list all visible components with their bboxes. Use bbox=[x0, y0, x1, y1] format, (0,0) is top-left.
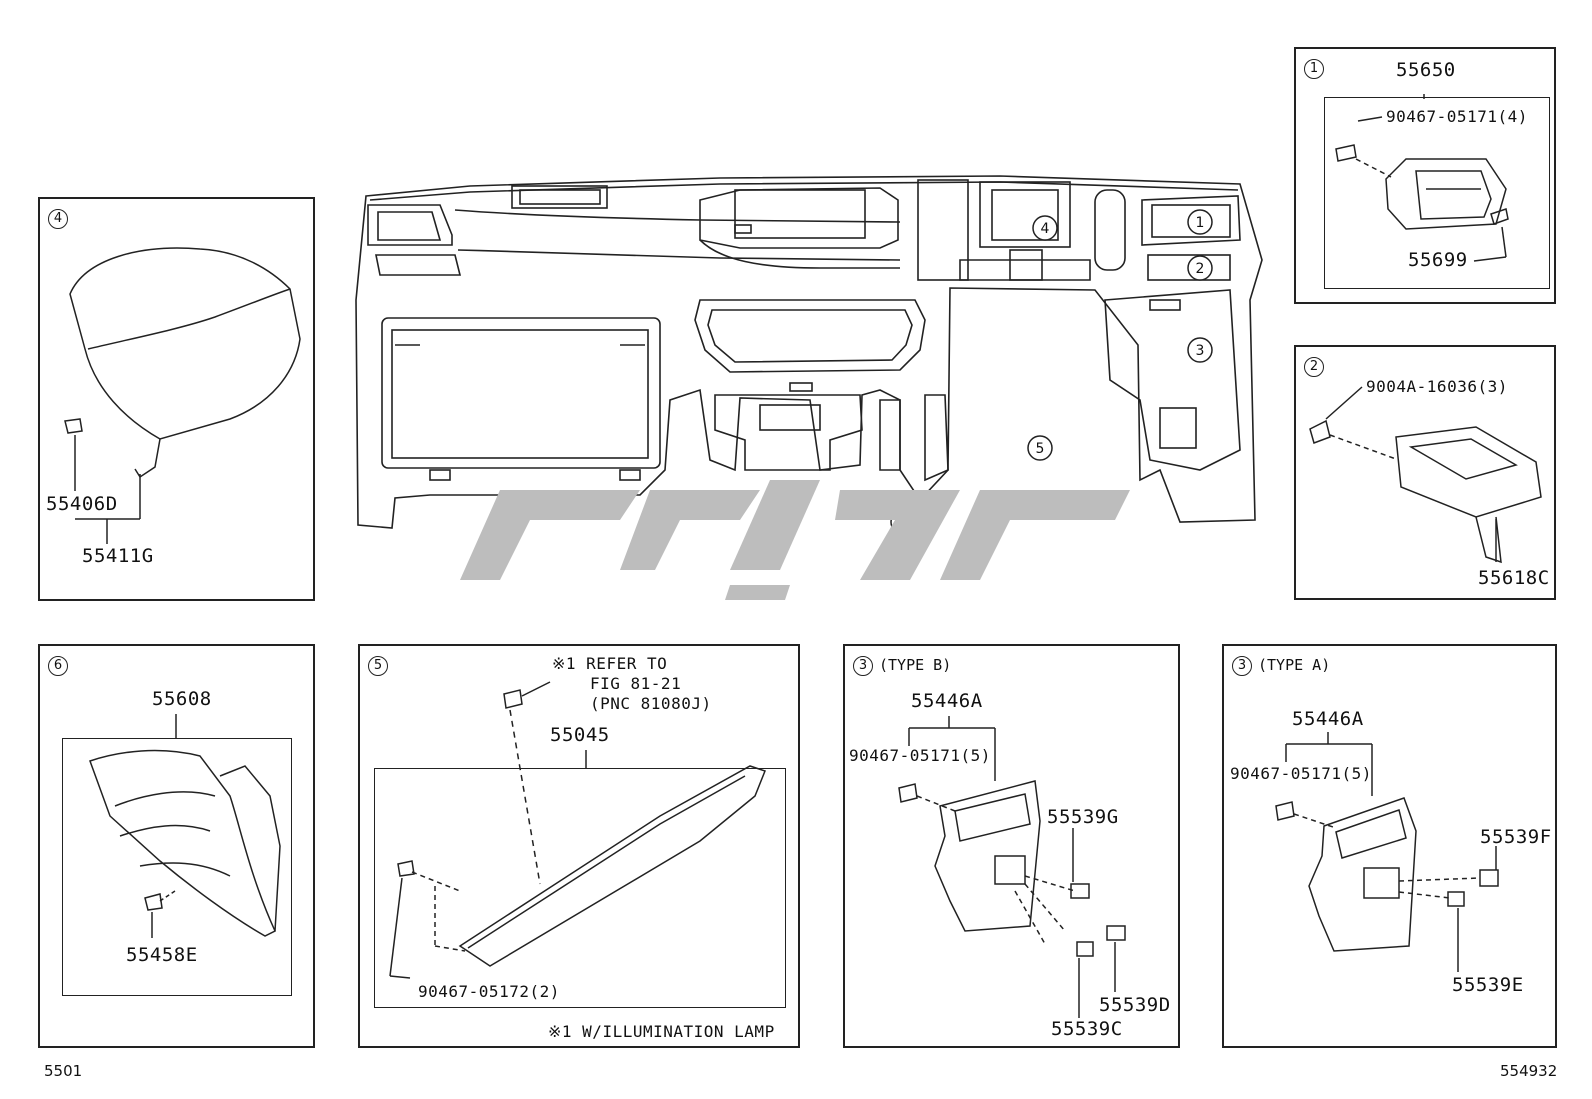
vent-drawing bbox=[1335, 94, 1509, 262]
part-number-55539F: 55539F bbox=[1480, 826, 1552, 848]
garnish-drawing bbox=[389, 681, 766, 979]
knee-panel-a-drawing bbox=[1275, 732, 1499, 972]
clip-part-number: 90467-05171(4) bbox=[1386, 107, 1528, 126]
panel-ref-circle: 2 bbox=[1304, 357, 1324, 377]
part-number-55458E: 55458E bbox=[126, 944, 198, 966]
part-number-55446A: 55446A bbox=[1292, 708, 1364, 730]
part-number-55650: 55650 bbox=[1396, 59, 1456, 81]
clip-part-number: 9004A-16036(3) bbox=[1366, 377, 1508, 396]
clip-part-number: 90467-05171(5) bbox=[849, 746, 991, 765]
part-number-55699: 55699 bbox=[1408, 249, 1468, 271]
type-label: (TYPE B) bbox=[879, 656, 952, 674]
type-label: (TYPE A) bbox=[1258, 656, 1331, 674]
panel-1-inner-box bbox=[1324, 97, 1550, 289]
knee-panel-b-drawing bbox=[898, 716, 1126, 1018]
note-pnc: (PNC 81080J) bbox=[590, 694, 712, 713]
part-number-55539D: 55539D bbox=[1099, 994, 1171, 1016]
callout-5: 5 bbox=[1036, 441, 1045, 457]
part-number-55539G: 55539G bbox=[1047, 806, 1119, 828]
part-number-55608: 55608 bbox=[152, 688, 212, 710]
footer-right-code: 554932 bbox=[1500, 1062, 1558, 1080]
part-number-55539E: 55539E bbox=[1452, 974, 1524, 996]
panel-5-inner-box bbox=[374, 768, 786, 1008]
panel-4-cluster-hood: 4 55406D 55411G bbox=[38, 197, 315, 601]
panel-5-lower-garnish: 5 ※1 REFER TO FIG 81-21 (PNC 81080J) 550… bbox=[358, 644, 800, 1048]
panel-ref-circle: 3 bbox=[853, 656, 873, 676]
panel-6-inner-box bbox=[62, 738, 292, 996]
callout-3: 3 bbox=[1196, 343, 1205, 359]
footnote-illumination: ※1 W/ILLUMINATION LAMP bbox=[548, 1022, 775, 1041]
part-number-55406D: 55406D bbox=[46, 493, 118, 515]
part-number-55411G: 55411G bbox=[82, 545, 154, 567]
panel-2-center-vent: 2 9004A-16036(3) 55618C bbox=[1294, 345, 1556, 600]
hood-drawing bbox=[64, 247, 301, 544]
panel-ref-circle: 3 bbox=[1232, 656, 1252, 676]
note-fig: FIG 81-21 bbox=[590, 674, 682, 693]
panel-ref-circle: 4 bbox=[48, 209, 68, 229]
center-vent-drawing bbox=[1309, 386, 1542, 564]
note-refer-to: ※1 REFER TO bbox=[552, 654, 668, 673]
clip-part-number: 90467-05172(2) bbox=[418, 982, 560, 1001]
lower-panel-drawing bbox=[89, 714, 281, 938]
panel-ref-circle: 1 bbox=[1304, 59, 1324, 79]
part-number-55045: 55045 bbox=[550, 724, 610, 746]
callout-2: 2 bbox=[1196, 261, 1205, 277]
callout-4: 4 bbox=[1041, 221, 1050, 237]
panel-3-type-b: 3 (TYPE B) 55446A 90467-05171(5) 55539G … bbox=[843, 644, 1180, 1048]
part-number-55618C: 55618C bbox=[1478, 567, 1550, 589]
panel-6-lower-panel: 6 55608 55458E bbox=[38, 644, 315, 1048]
callout-1: 1 bbox=[1196, 215, 1205, 231]
watermark-logo bbox=[460, 480, 1130, 600]
panel-1-side-vent: 1 55650 90467-05171(4) 55699 bbox=[1294, 47, 1556, 304]
panel-ref-circle: 5 bbox=[368, 656, 388, 676]
part-number-55446A: 55446A bbox=[911, 690, 983, 712]
clip-part-number: 90467-05171(5) bbox=[1230, 764, 1372, 783]
panel-3-type-a: 3 (TYPE A) 55446A 90467-05171(5) 55539F … bbox=[1222, 644, 1557, 1048]
part-number-55539C: 55539C bbox=[1051, 1018, 1123, 1040]
footer-left-code: 5501 bbox=[44, 1062, 83, 1080]
panel-ref-circle: 6 bbox=[48, 656, 68, 676]
